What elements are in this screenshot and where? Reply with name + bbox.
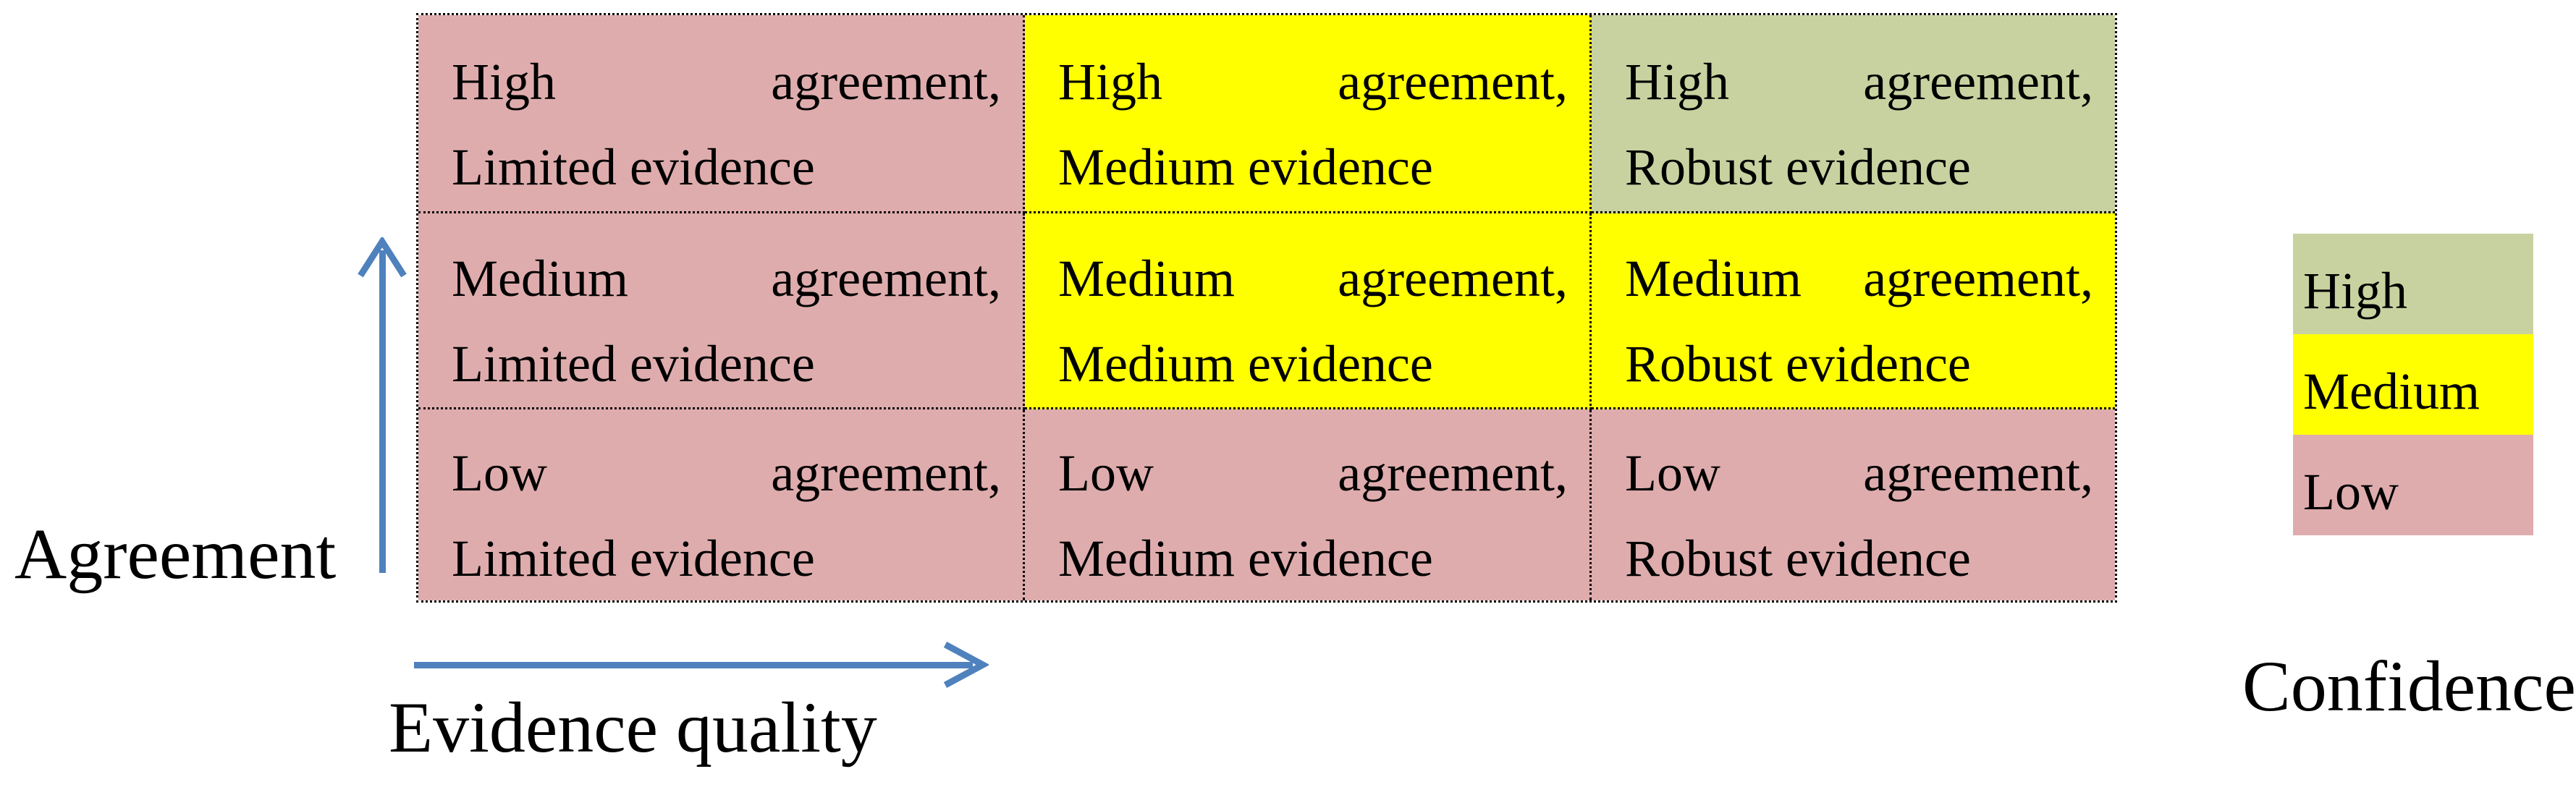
evidence-level: Medium evidence [1058, 137, 1433, 196]
agreement-word: agreement, [1863, 52, 2093, 111]
x-axis-label: Evidence quality [389, 687, 877, 768]
legend-title: Confidence [2242, 646, 2576, 726]
agreement-word: agreement, [1863, 250, 2093, 307]
matrix-cell: High agreement, Limited evidence [418, 15, 1025, 213]
evidence-level: Robust evidence [1625, 137, 1971, 196]
cell-line1: High agreement, [452, 56, 1001, 108]
legend-item-label: Low [2303, 462, 2399, 521]
agreement-level: Low [1058, 444, 1154, 502]
cell-line1: Low agreement, [1058, 447, 1568, 499]
agreement-word: agreement, [1338, 250, 1568, 307]
cell-line1: High agreement, [1058, 56, 1568, 108]
agreement-word: agreement, [771, 444, 1001, 502]
cell-line1: Low agreement, [452, 447, 1001, 499]
legend-item-medium: Medium [2293, 334, 2533, 435]
cell-line1: Medium agreement, [1058, 252, 1568, 305]
legend-item-high: High [2293, 234, 2533, 334]
legend-item-low: Low [2293, 435, 2533, 535]
matrix-cell: Low agreement, Medium evidence [1025, 409, 1592, 600]
legend-item-label: High [2303, 261, 2407, 320]
evidence-level: Medium evidence [1058, 335, 1433, 393]
matrix-cell: High agreement, Medium evidence [1025, 15, 1592, 213]
evidence-level: Robust evidence [1625, 530, 1971, 587]
agreement-word: agreement, [1338, 52, 1568, 111]
arrow-right-shaft [414, 662, 973, 668]
matrix-cell: Medium agreement, Robust evidence [1592, 213, 2115, 409]
agreement-level: High [452, 52, 556, 111]
agreement-word: agreement, [1338, 444, 1568, 502]
matrix-cell: High agreement, Robust evidence [1592, 15, 2115, 213]
cell-line1: Low agreement, [1625, 447, 2093, 499]
agreement-level: Low [452, 444, 547, 502]
agreement-level: Medium [1625, 250, 1802, 307]
evidence-level: Limited evidence [452, 137, 815, 196]
agreement-word: agreement, [771, 250, 1001, 307]
legend-item-label: Medium [2303, 362, 2480, 420]
evidence-level: Limited evidence [452, 530, 815, 587]
agreement-evidence-matrix: High agreement, Limited evidence High ag… [416, 13, 2117, 603]
cell-line1: Medium agreement, [1625, 252, 2093, 305]
agreement-level: High [1625, 52, 1729, 111]
arrow-right-head [943, 642, 989, 688]
arrow-up-head [358, 237, 407, 278]
agreement-level: High [1058, 52, 1162, 111]
agreement-level: Medium [452, 250, 628, 307]
evidence-level: Limited evidence [452, 335, 815, 393]
cell-line1: High agreement, [1625, 56, 2093, 108]
evidence-level: Robust evidence [1625, 335, 1971, 393]
agreement-word: agreement, [1863, 444, 2093, 502]
matrix-cell: Low agreement, Robust evidence [1592, 409, 2115, 600]
evidence-level: Medium evidence [1058, 530, 1433, 587]
arrow-up-shaft [379, 250, 386, 573]
confidence-legend: High Medium Low [2293, 234, 2533, 535]
agreement-level: Medium [1058, 250, 1235, 307]
cell-line1: Medium agreement, [452, 252, 1001, 305]
matrix-cell: Medium agreement, Medium evidence [1025, 213, 1592, 409]
agreement-level: Low [1625, 444, 1720, 502]
matrix-cell: Medium agreement, Limited evidence [418, 213, 1025, 409]
matrix-cell: Low agreement, Limited evidence [418, 409, 1025, 600]
y-axis-label: Agreement [14, 514, 337, 594]
agreement-word: agreement, [771, 52, 1001, 111]
